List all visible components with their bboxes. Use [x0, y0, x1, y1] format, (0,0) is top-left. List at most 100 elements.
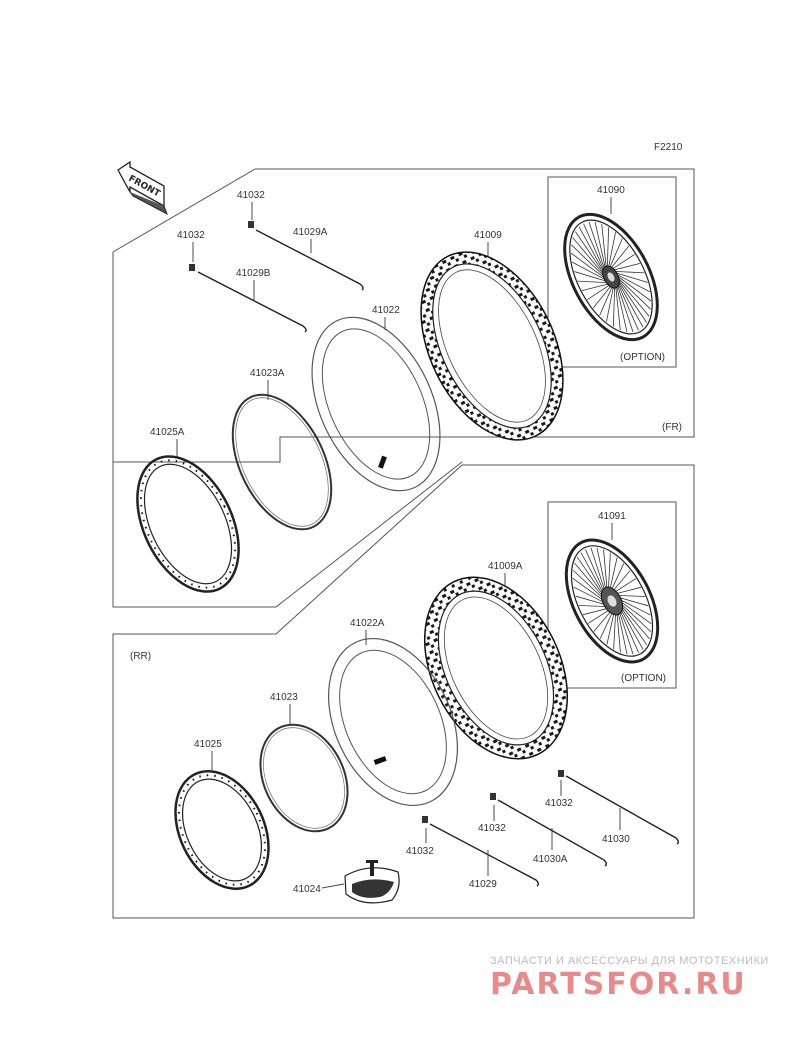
front-tube-valve-icon [378, 455, 387, 469]
front-wheel-assy-number: 41090 [597, 185, 625, 196]
rear-rim [174, 770, 270, 890]
wheel-spoke [617, 278, 650, 317]
rear-tube-valve-icon [373, 756, 387, 765]
wheel-spoke [571, 261, 606, 281]
wheel-spoke [596, 547, 607, 593]
rear-tire-number: 41009A [488, 561, 523, 572]
wheel-spoke [582, 607, 610, 616]
wheel-spoke [617, 597, 651, 616]
wheel-spoke [615, 272, 648, 283]
rear-nipple-3-icon [422, 816, 428, 823]
rear-rim-band-number: 41023 [270, 692, 298, 703]
wheel-spoke [571, 244, 605, 277]
wheel-spoke [612, 286, 616, 327]
front-rim-band-number: 41023A [250, 368, 285, 379]
wheel-spoke [616, 273, 651, 293]
wheel-spoke [618, 601, 652, 633]
front-frame-edge [112, 168, 256, 253]
rear-option-label: (OPTION) [621, 673, 666, 684]
front-tire-number: 41009 [474, 230, 502, 241]
rear-spoke-b [565, 775, 679, 845]
wheel-spoke [574, 271, 607, 282]
wheel-spoke [606, 286, 614, 322]
wheel-spoke [575, 231, 605, 274]
wheel-spoke [581, 283, 609, 291]
rear-spoke-a [497, 799, 607, 867]
wheel-spoke [617, 281, 644, 328]
watermark-brand: PARTSFOR.RU [490, 967, 747, 1002]
wheel-spoke [583, 223, 605, 271]
rear-nipple-2-number: 41032 [478, 823, 506, 834]
watermark-tagline: ЗАПЧАСТИ И АКСЕССУАРЫ ДЛЯ МОТОТЕХНИКИ [490, 955, 769, 967]
wheel-spoke [617, 608, 634, 655]
rear-nipple-1-icon [558, 770, 564, 777]
front-spoke-b-number: 41029B [236, 268, 271, 279]
front-spoke-a [255, 229, 364, 291]
wheel-spoke [606, 610, 615, 645]
wheel-spoke [603, 549, 608, 593]
front-section-label: (FR) [662, 422, 682, 433]
front-rim-number: 41025A [150, 427, 185, 438]
wheel-spoke [609, 238, 623, 269]
front-wheel-assy [563, 212, 659, 342]
wheel-spoke [572, 578, 607, 603]
wheel-spoke [616, 275, 652, 302]
wheel-spoke [572, 237, 605, 276]
front-section-frame-lower [112, 252, 463, 608]
wheel-spoke [585, 549, 606, 595]
wheel-spoke [588, 221, 606, 270]
wheel-spoke [601, 223, 607, 269]
rear-tube-number: 41022A [350, 618, 385, 629]
wheel-spoke [610, 245, 630, 269]
wheel-spoke [611, 253, 635, 270]
rim-lock-icon [344, 860, 400, 904]
rim-lock-number: 41024 [293, 884, 321, 895]
wheel-spoke [587, 284, 611, 301]
rear-nipple-1-number: 41032 [545, 798, 573, 809]
wheel-spoke [618, 605, 644, 650]
wheel-spoke [580, 552, 606, 597]
wheel-spoke [573, 586, 607, 605]
wheel-spoke [607, 552, 611, 592]
rear-wheel-spokes [572, 547, 652, 655]
rear-spoke-number: 41029 [469, 879, 497, 890]
wheel-spoke [572, 569, 606, 601]
wheel-spoke [617, 609, 628, 655]
rear-nipple-2-icon [490, 793, 496, 800]
front-tire [420, 251, 564, 441]
front-option-label: (OPTION) [620, 352, 665, 363]
wheel-spoke [617, 283, 639, 331]
wheel-spoke [574, 562, 606, 600]
rear-option-box [547, 501, 677, 689]
wheel-spoke [618, 604, 648, 646]
front-nipple-2-number: 41032 [177, 230, 205, 241]
wheel-spoke [616, 285, 628, 332]
wheel-spoke [617, 277, 651, 310]
front-nipple-2-icon [189, 264, 195, 271]
wheel-spoke [617, 280, 647, 323]
wheel-spoke [614, 586, 642, 595]
wheel-spoke [616, 596, 649, 607]
wheel-spoke [612, 578, 637, 594]
rear-rim-number: 41025 [194, 739, 222, 750]
wheel-spoke [592, 285, 612, 309]
rear-section-label: (RR) [130, 651, 151, 662]
wheel-spoke [615, 594, 646, 597]
wheel-spoke [616, 609, 621, 653]
wheel-spoke [576, 556, 606, 598]
front-tube-number: 41022 [372, 305, 400, 316]
rear-wheel-assy [564, 538, 660, 664]
wheel-spoke [599, 285, 613, 316]
front-spoke-a-number: 41029A [293, 227, 328, 238]
wheel-spoke [570, 252, 606, 279]
wheel-spoke [617, 599, 652, 624]
wheel-spoke [610, 563, 625, 593]
wheel-spoke [608, 232, 616, 268]
wheel-spoke [618, 602, 650, 640]
rear-rim-band [259, 723, 349, 833]
rear-tube [328, 637, 458, 807]
wheel-spoke [616, 284, 634, 333]
front-nipple-1-icon [248, 221, 254, 228]
rear-spoke [429, 823, 539, 887]
